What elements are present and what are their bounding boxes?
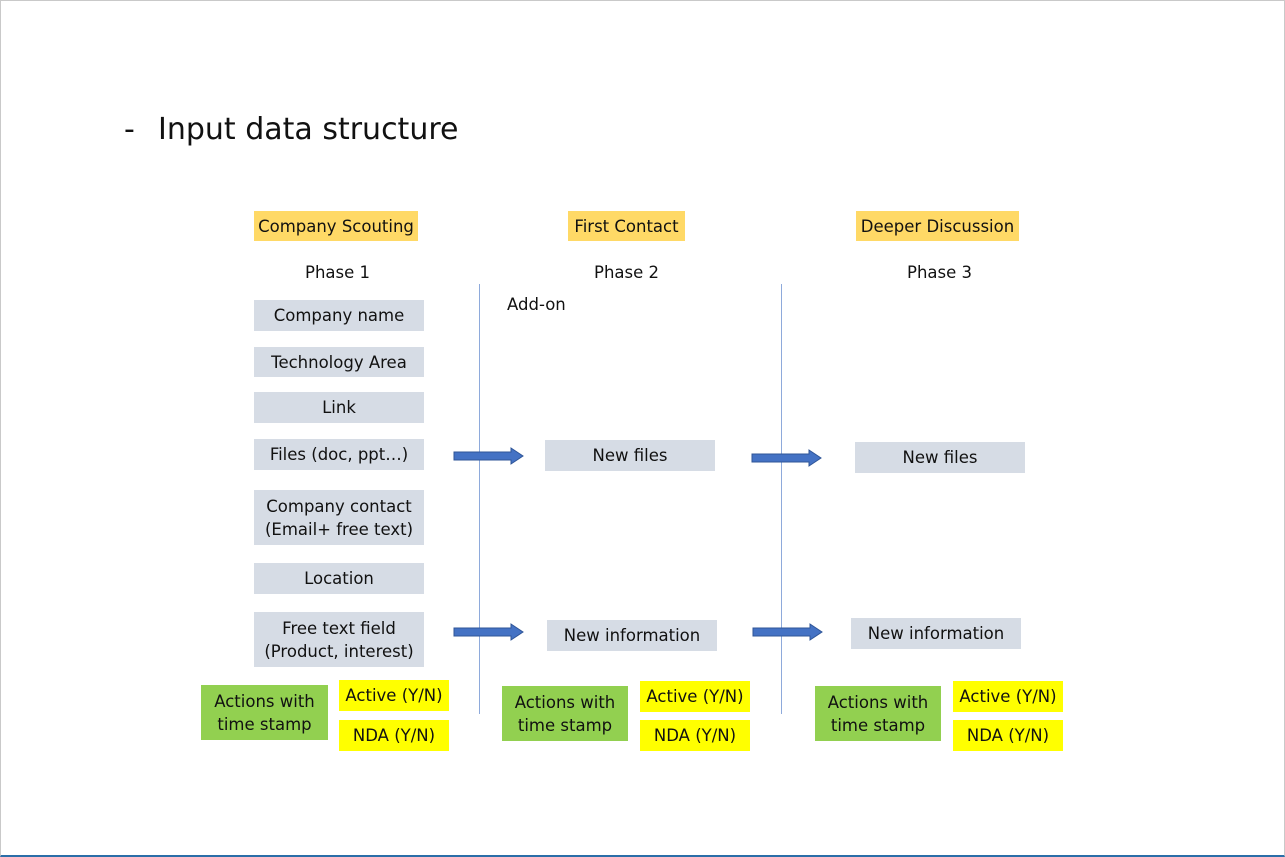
phase3-actions-box: Actions with time stamp [815,686,941,741]
field-link: Link [254,392,424,423]
stage-header-first-contact: First Contact [568,211,685,241]
phase2-new-information: New information [547,620,717,651]
phase3-new-files: New files [855,442,1025,473]
slide-title: -Input data structure [124,112,458,147]
field-technology-area: Technology Area [254,347,424,377]
field-company-contact-line1: Company contact [266,496,412,516]
stage-header-company-scouting: Company Scouting [254,211,418,241]
bullet-dash: - [124,112,135,147]
slide-title-text: Input data structure [158,112,459,147]
phase-divider-2 [781,284,782,714]
phase-divider-1 [479,284,480,714]
phase3-nda-flag: NDA (Y/N) [953,720,1063,751]
addon-label: Add-on [507,295,566,314]
phase2-actions-line1: Actions with [514,692,616,712]
arrow-info-p1-p2 [453,623,524,641]
phase1-active-flag: Active (Y/N) [339,680,449,711]
phase1-actions-line1: Actions with [214,691,315,711]
phase3-active-flag: Active (Y/N) [953,681,1063,712]
phase2-actions-box: Actions with time stamp [502,686,628,741]
field-free-text: Free text field (Product, interest) [254,612,424,667]
phase2-nda-flag: NDA (Y/N) [640,720,750,751]
phase2-active-flag: Active (Y/N) [640,681,750,712]
phase1-actions-box: Actions with time stamp [201,685,328,740]
field-free-text-line1: Free text field [282,618,396,638]
phase-3-label: Phase 3 [907,263,973,282]
field-free-text-line2: (Product, interest) [264,641,414,661]
field-company-contact: Company contact (Email+ free text) [254,490,424,545]
field-company-contact-line2: (Email+ free text) [264,519,414,539]
arrow-files-p2-p3 [751,449,822,467]
stage-header-deeper-discussion: Deeper Discussion [856,211,1019,241]
phase3-actions-line1: Actions with [827,692,929,712]
phase-2-label: Phase 2 [594,263,660,282]
phase1-actions-line2: time stamp [217,714,312,734]
phase2-new-files: New files [545,440,715,471]
field-location: Location [254,563,424,594]
arrow-files-p1-p2 [453,447,524,465]
phase2-actions-line2: time stamp [517,715,613,735]
phase3-actions-line2: time stamp [830,715,926,735]
phase3-new-information: New information [851,618,1021,649]
phase1-nda-flag: NDA (Y/N) [339,720,449,751]
arrow-info-p2-p3 [752,623,823,641]
phase-1-label: Phase 1 [305,263,371,282]
field-files: Files (doc, ppt…) [254,439,424,470]
field-company-name: Company name [254,300,424,331]
